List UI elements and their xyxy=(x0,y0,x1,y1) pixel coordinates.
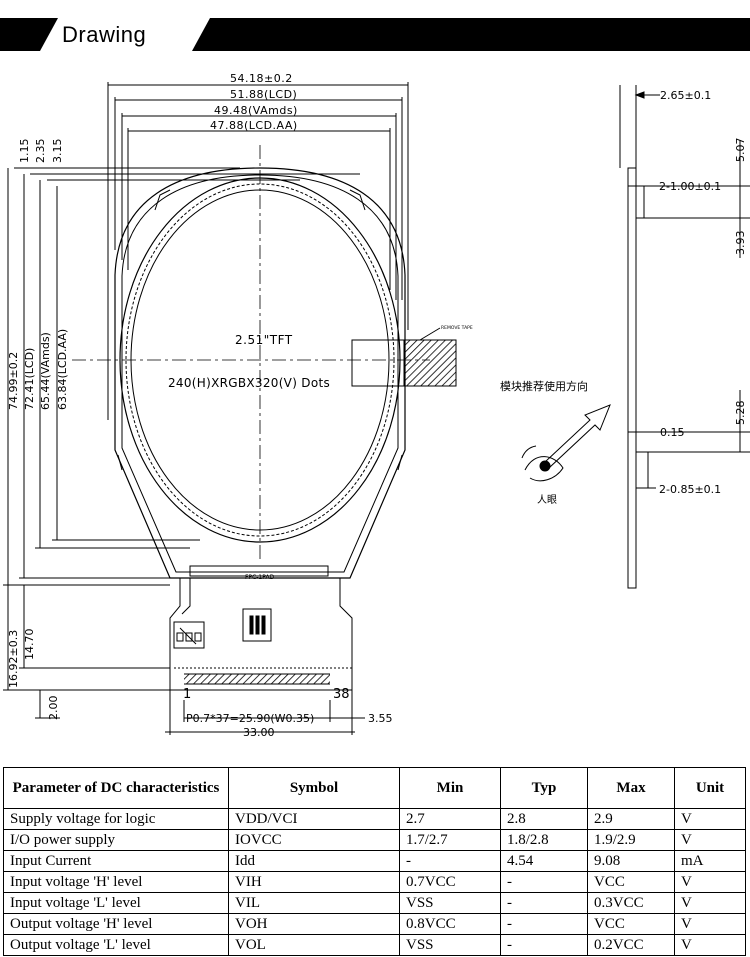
cell-unit: V xyxy=(674,829,746,851)
cell-parameter: Supply voltage for logic xyxy=(3,808,229,830)
cell-unit: V xyxy=(674,913,746,935)
cell-typ: 2.8 xyxy=(500,808,588,830)
resolution-label: 240(H)XRGBX320(V) Dots xyxy=(168,376,330,390)
cell-unit: V xyxy=(674,892,746,914)
cell-max: 0.2VCC xyxy=(587,934,675,956)
dim-top-height: 5.07 xyxy=(734,138,747,163)
viewing-direction-note: 模块推荐使用方向 xyxy=(500,379,588,393)
table-row: I/O power supply IOVCC 1.7/2.7 1.8/2.8 1… xyxy=(3,829,746,851)
cell-min: 2.7 xyxy=(399,808,501,830)
dim-pin-offset: 3.55 xyxy=(368,712,393,725)
dim-fpc-length-2: 14.70 xyxy=(23,629,36,661)
cell-max: 1.9/2.9 xyxy=(587,829,675,851)
cell-typ: - xyxy=(500,892,588,914)
cell-max: 2.9 xyxy=(587,808,675,830)
dim-width-overall: 54.18±0.2 xyxy=(230,72,293,85)
pin-38-label: 38 xyxy=(333,687,350,702)
cell-min: - xyxy=(399,850,501,872)
cell-typ: 4.54 xyxy=(500,850,588,872)
cell-max: VCC xyxy=(587,913,675,935)
cell-symbol: VOL xyxy=(228,934,400,956)
page-title: Drawing xyxy=(62,22,147,47)
cell-typ: - xyxy=(500,871,588,893)
table-row: Input Current Idd - 4.54 9.08 mA xyxy=(3,850,746,872)
cell-symbol: VIL xyxy=(228,892,400,914)
cell-symbol: IOVCC xyxy=(228,829,400,851)
dim-top-1: 1.15 xyxy=(18,139,31,164)
dim-fpc-end: 2.00 xyxy=(47,696,60,721)
table-row: Input voltage 'H' level VIH 0.7VCC - VCC… xyxy=(3,871,746,893)
dim-top-3: 3.15 xyxy=(51,139,64,164)
cell-min: 0.7VCC xyxy=(399,871,501,893)
header-banner xyxy=(0,18,750,51)
eye-label: 人眼 xyxy=(537,494,557,506)
table-header-row: Parameter of DC characteristics Symbol M… xyxy=(3,767,746,809)
header-tab xyxy=(40,18,210,51)
dim-height-lcd-aa: 63.84(LCD.AA) xyxy=(56,329,69,410)
cell-max: VCC xyxy=(587,871,675,893)
header-symbol: Symbol xyxy=(228,767,400,809)
cell-parameter: Input Current xyxy=(3,850,229,872)
header-typ: Typ xyxy=(500,767,588,809)
pin-1-label: 1 xyxy=(183,687,191,702)
dim-pin-pitch: P0.7*37=25.90(W0.35) xyxy=(186,712,314,725)
header-parameter: Parameter of DC characteristics xyxy=(3,767,229,809)
cell-unit: V xyxy=(674,808,746,830)
dim-bottom-height: 5.28 xyxy=(734,401,747,426)
cell-max: 9.08 xyxy=(587,850,675,872)
dim-top-step: 2-1.00±0.1 xyxy=(659,180,721,193)
cell-min: 0.8VCC xyxy=(399,913,501,935)
table-row: Output voltage 'L' level VOL VSS - 0.2VC… xyxy=(3,934,746,956)
panel-size-label: 2.51"TFT xyxy=(235,333,293,347)
cell-parameter: Input voltage 'H' level xyxy=(3,871,229,893)
cell-min: 1.7/2.7 xyxy=(399,829,501,851)
mechanical-drawing: 54.18±0.2 51.88(LCD) 49.48(VAmds) 47.88(… xyxy=(3,72,750,739)
cell-min: VSS xyxy=(399,934,501,956)
table-row: Output voltage 'H' level VOH 0.8VCC - VC… xyxy=(3,913,746,935)
cell-unit: mA xyxy=(674,850,746,872)
cell-parameter: I/O power supply xyxy=(3,829,229,851)
dim-height-lcd: 72.41(LCD) xyxy=(23,348,36,410)
header-min: Min xyxy=(399,767,501,809)
dim-height-overall: 74.99±0.2 xyxy=(7,352,20,410)
cell-symbol: Idd xyxy=(228,850,400,872)
dim-top-offset: 3.93 xyxy=(734,231,747,256)
cell-parameter: Output voltage 'H' level xyxy=(3,913,229,935)
dim-top-2: 2.35 xyxy=(34,139,47,164)
cell-typ: - xyxy=(500,934,588,956)
table-row: Supply voltage for logic VDD/VCI 2.7 2.8… xyxy=(3,808,746,830)
dim-bottom-step: 2-0.85±0.1 xyxy=(659,483,721,496)
cell-symbol: VOH xyxy=(228,913,400,935)
dim-width-lcd-aa: 47.88(LCD.AA) xyxy=(210,119,298,132)
cell-min: VSS xyxy=(399,892,501,914)
dim-gap: 0.15 xyxy=(660,426,685,439)
table-row: Input voltage 'L' level VIL VSS - 0.3VCC… xyxy=(3,892,746,914)
dim-height-vamds: 65.44(VAmds) xyxy=(39,332,52,410)
cell-symbol: VIH xyxy=(228,871,400,893)
remove-tape-label: REMOVE TAPE xyxy=(441,325,473,331)
cell-unit: V xyxy=(674,934,746,956)
cell-parameter: Input voltage 'L' level xyxy=(3,892,229,914)
fpc-pad-label: FPC-1PAD xyxy=(245,574,275,581)
cell-typ: 1.8/2.8 xyxy=(500,829,588,851)
cell-max: 0.3VCC xyxy=(587,892,675,914)
dim-width-lcd: 51.88(LCD) xyxy=(230,88,297,101)
dim-thickness: 2.65±0.1 xyxy=(660,89,711,102)
dc-characteristics-table: Parameter of DC characteristics Symbol M… xyxy=(3,767,746,956)
dim-fpc-width: 33.00 xyxy=(243,726,275,739)
header-max: Max xyxy=(587,767,675,809)
dim-fpc-length: 16.92±0.3 xyxy=(7,630,20,688)
cell-unit: V xyxy=(674,871,746,893)
dim-width-vamds: 49.48(VAmds) xyxy=(214,104,298,117)
side-view: 2.65±0.1 2-1.00±0.1 5.07 3.93 5.28 0.15 … xyxy=(500,85,750,589)
cell-parameter: Output voltage 'L' level xyxy=(3,934,229,956)
cell-typ: - xyxy=(500,913,588,935)
cell-symbol: VDD/VCI xyxy=(228,808,400,830)
front-view: 54.18±0.2 51.88(LCD) 49.48(VAmds) 47.88(… xyxy=(3,72,473,739)
header-unit: Unit xyxy=(674,767,746,809)
